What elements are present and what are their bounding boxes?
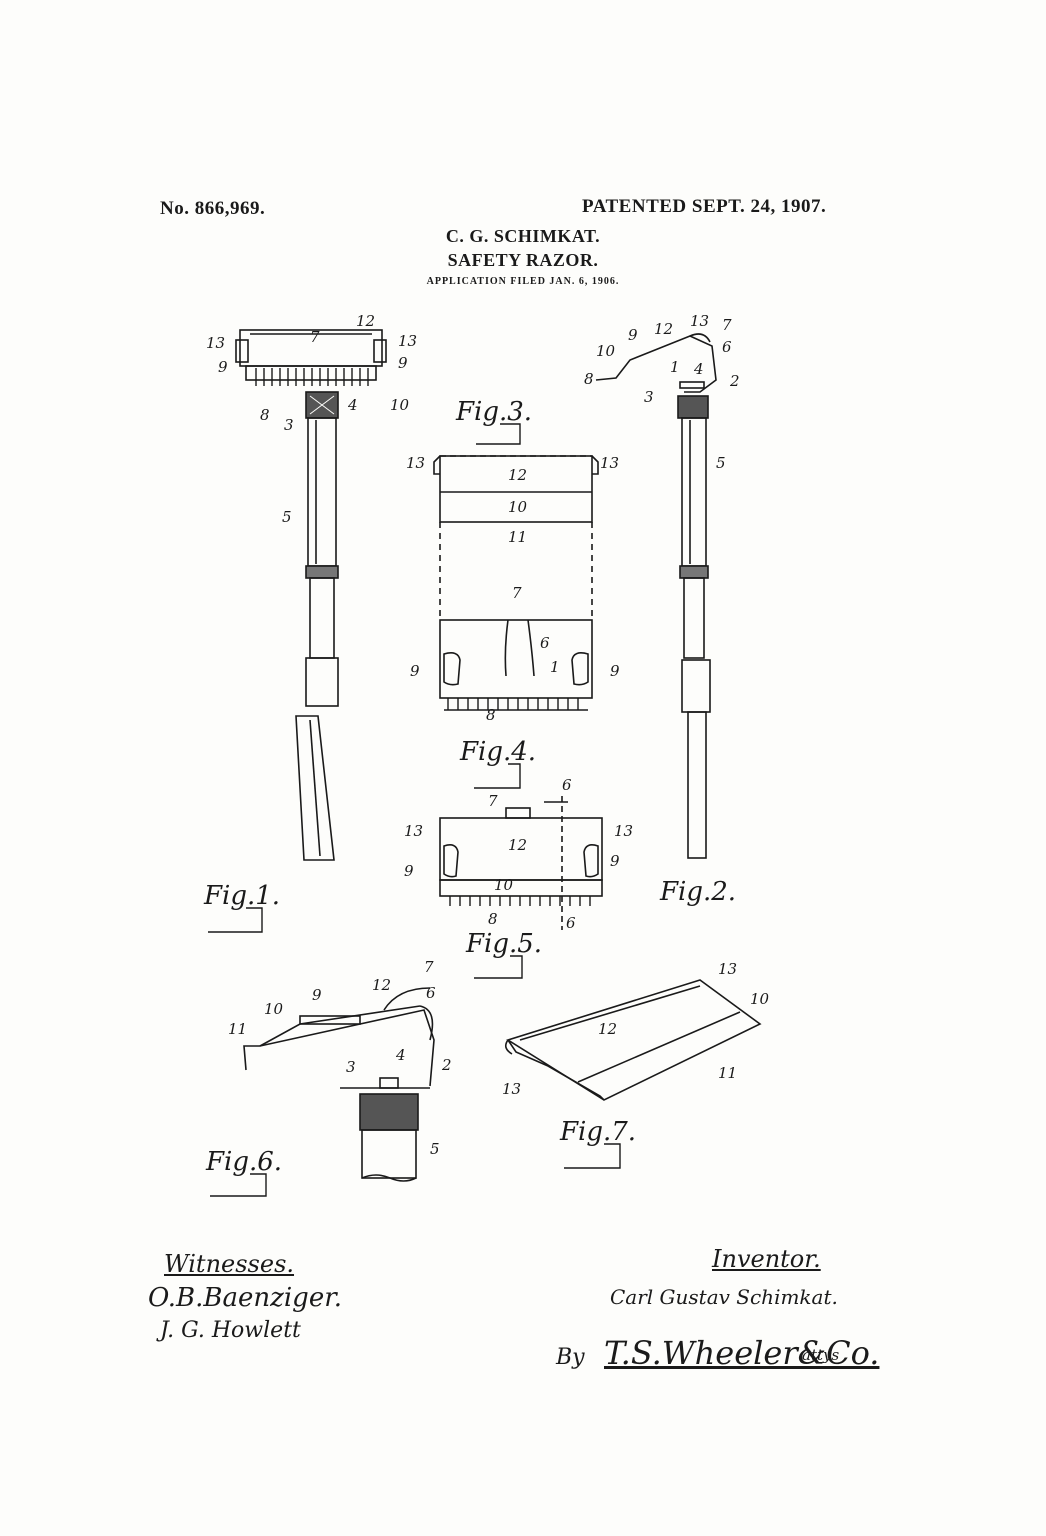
fig1-label: Fig.1. bbox=[203, 881, 280, 911]
svg-text:11: 11 bbox=[508, 528, 527, 546]
svg-text:6: 6 bbox=[722, 338, 732, 356]
svg-text:10: 10 bbox=[508, 498, 528, 516]
inventor-label: Inventor. bbox=[712, 1245, 821, 1273]
fig4-label: Fig.4. bbox=[459, 737, 536, 767]
svg-text:6: 6 bbox=[562, 776, 572, 794]
svg-text:13: 13 bbox=[398, 332, 417, 350]
svg-text:1: 1 bbox=[670, 358, 680, 376]
witnesses-label: Witnesses. bbox=[164, 1250, 295, 1278]
svg-text:12: 12 bbox=[372, 976, 391, 994]
fig2-label: Fig.2. bbox=[659, 877, 736, 907]
patent-number: No. 866,969. bbox=[160, 198, 266, 219]
figure-1-drawing bbox=[235, 329, 387, 861]
fig6-label: Fig.6. bbox=[205, 1147, 282, 1177]
witness-signature-2: J. G. Howlett bbox=[160, 1318, 301, 1343]
svg-text:12: 12 bbox=[508, 836, 527, 854]
svg-text:9: 9 bbox=[628, 326, 638, 344]
svg-text:13: 13 bbox=[206, 334, 225, 352]
patent-date: PATENTED SEPT. 24, 1907. bbox=[582, 196, 827, 217]
svg-text:6: 6 bbox=[426, 984, 436, 1002]
svg-text:2: 2 bbox=[729, 372, 740, 390]
patent-title: SAFETY RAZOR. bbox=[447, 250, 599, 270]
svg-text:13: 13 bbox=[406, 454, 425, 472]
svg-text:7: 7 bbox=[722, 316, 732, 334]
svg-text:4: 4 bbox=[395, 1046, 406, 1064]
svg-text:4: 4 bbox=[347, 396, 358, 414]
svg-text:10: 10 bbox=[750, 990, 770, 1008]
fig3-label: Fig.3. bbox=[455, 397, 532, 427]
svg-text:12: 12 bbox=[598, 1020, 617, 1038]
svg-text:3: 3 bbox=[346, 1058, 356, 1076]
figure-3-drawing bbox=[433, 455, 599, 711]
svg-text:10: 10 bbox=[596, 342, 616, 360]
inventor-signature: Carl Gustav Schimkat. bbox=[610, 1285, 838, 1309]
svg-text:13: 13 bbox=[600, 454, 619, 472]
svg-text:7: 7 bbox=[424, 958, 434, 976]
svg-text:8: 8 bbox=[584, 370, 594, 388]
svg-text:13: 13 bbox=[718, 960, 737, 978]
svg-text:9: 9 bbox=[404, 862, 414, 880]
svg-text:9: 9 bbox=[610, 662, 620, 680]
svg-text:11: 11 bbox=[718, 1064, 737, 1082]
witness-signature-1: O.B.Baenziger. bbox=[148, 1283, 343, 1313]
svg-text:13: 13 bbox=[404, 822, 423, 840]
application-date: APPLICATION FILED JAN. 6, 1906. bbox=[426, 276, 620, 287]
svg-text:7: 7 bbox=[488, 792, 498, 810]
attorney-suffix: attys bbox=[802, 1346, 840, 1364]
svg-text:5: 5 bbox=[430, 1140, 440, 1158]
svg-text:9: 9 bbox=[398, 354, 408, 372]
svg-text:12: 12 bbox=[356, 312, 375, 330]
svg-text:5: 5 bbox=[282, 508, 292, 526]
fig5-label: Fig.5. bbox=[465, 929, 542, 959]
svg-text:3: 3 bbox=[284, 416, 294, 434]
svg-text:11: 11 bbox=[228, 1020, 247, 1038]
svg-text:8: 8 bbox=[486, 706, 496, 724]
figure-6-drawing bbox=[243, 987, 435, 1182]
svg-text:8: 8 bbox=[260, 406, 270, 424]
svg-text:8: 8 bbox=[488, 910, 498, 928]
figure-7-drawing bbox=[504, 979, 762, 1101]
svg-text:12: 12 bbox=[654, 320, 673, 338]
svg-text:2: 2 bbox=[441, 1056, 452, 1074]
svg-text:10: 10 bbox=[390, 396, 410, 414]
svg-text:7: 7 bbox=[512, 584, 522, 602]
inventor-name: C. G. SCHIMKAT. bbox=[445, 226, 601, 246]
figure-5-drawing bbox=[439, 796, 603, 930]
fig7-label: Fig.7. bbox=[559, 1117, 636, 1147]
svg-text:4: 4 bbox=[693, 360, 704, 378]
svg-text:6: 6 bbox=[540, 634, 550, 652]
svg-text:5: 5 bbox=[716, 454, 726, 472]
figure-2-drawing bbox=[595, 333, 717, 859]
svg-text:7: 7 bbox=[310, 328, 320, 346]
svg-text:13: 13 bbox=[614, 822, 633, 840]
svg-text:12: 12 bbox=[508, 466, 527, 484]
svg-text:9: 9 bbox=[312, 986, 322, 1004]
svg-text:1: 1 bbox=[550, 658, 560, 676]
svg-text:3: 3 bbox=[644, 388, 654, 406]
svg-text:9: 9 bbox=[610, 852, 620, 870]
attorney-by-label: By bbox=[556, 1345, 585, 1370]
svg-text:6: 6 bbox=[566, 914, 576, 932]
svg-text:10: 10 bbox=[494, 876, 514, 894]
attorney-signature: T.S.Wheeler&Co. bbox=[604, 1334, 880, 1372]
svg-text:9: 9 bbox=[218, 358, 228, 376]
svg-text:13: 13 bbox=[690, 312, 709, 330]
svg-text:13: 13 bbox=[502, 1080, 521, 1098]
svg-text:9: 9 bbox=[410, 662, 420, 680]
svg-text:10: 10 bbox=[264, 1000, 284, 1018]
